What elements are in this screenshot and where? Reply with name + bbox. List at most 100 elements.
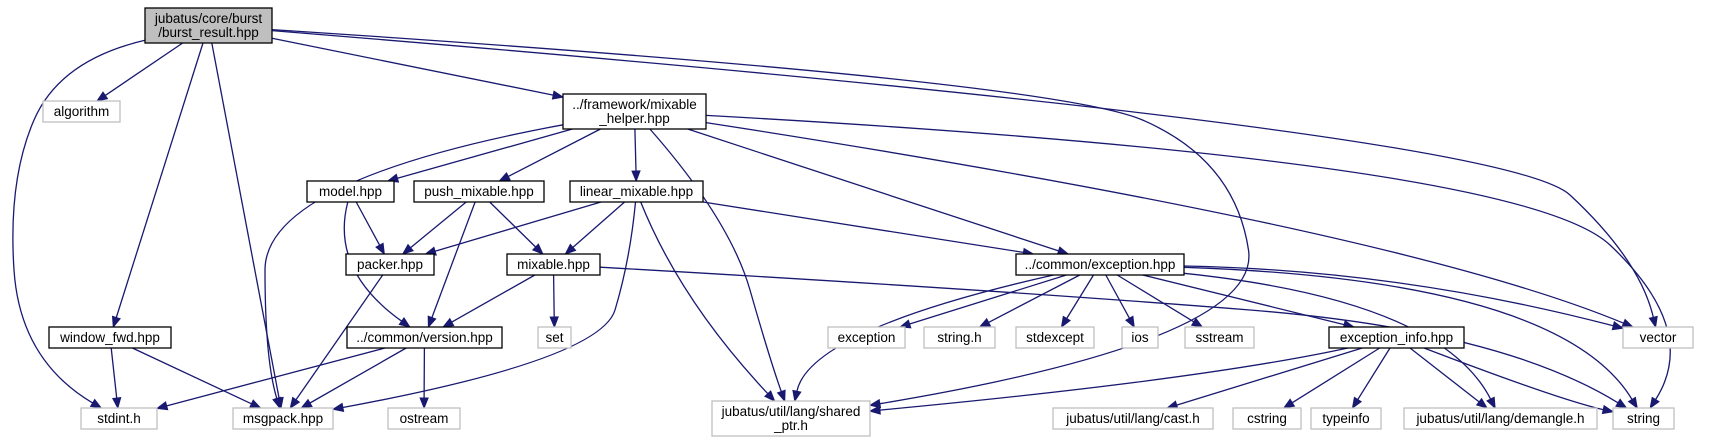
node-box	[1015, 253, 1185, 276]
node-label: exception_info.hpp	[1340, 330, 1453, 345]
node-label: set	[545, 330, 563, 345]
edge-version-to-msgpack	[309, 347, 407, 404]
edge-arrowhead	[792, 389, 802, 403]
edge-packer-to-msgpack	[295, 274, 384, 401]
edge-exception-to-exception_info	[1142, 274, 1345, 326]
edge-root-to-shared_ptr	[271, 28, 1250, 405]
edge-arrowhead	[155, 401, 169, 411]
edge-linear_mixable-to-exception	[702, 201, 1024, 254]
edge-exception_info-to-demangle	[1409, 347, 1480, 403]
node-stdexcept[interactable]: stdexcept	[1015, 326, 1095, 349]
node-packer[interactable]: packer.hpp	[345, 253, 435, 276]
node-set[interactable]: set	[537, 326, 572, 349]
edge-arrowhead	[868, 405, 881, 415]
node-label: push_mixable.hpp	[424, 184, 534, 199]
edge-arrowhead	[112, 397, 122, 410]
node-box	[144, 7, 273, 44]
edge-arrowhead	[551, 90, 565, 100]
node-cast[interactable]: jubatus/util/lang/cast.h	[1052, 407, 1214, 430]
node-box	[537, 326, 572, 349]
node-std-exception[interactable]: exception	[827, 326, 906, 349]
node-mixable-helper[interactable]: ../framework/mixable_helper.hpp	[562, 93, 707, 130]
node-string-h[interactable]: string.h	[923, 326, 996, 349]
edge-mixable_helper-to-exception	[687, 128, 1059, 252]
edge-root-to-msgpack	[211, 42, 280, 399]
edge-exception-to-sstream	[1116, 274, 1195, 323]
node-label: ../framework/mixable	[572, 97, 697, 112]
node-label: typeinfo	[1322, 411, 1369, 426]
node-label: jubatus/util/lang/demangle.h	[1415, 411, 1584, 426]
edge-arrowhead	[398, 317, 411, 328]
node-ios[interactable]: ios	[1121, 326, 1159, 349]
node-box	[562, 93, 707, 130]
nodes-layer: jubatus/core/burst/burst_result.hppalgor…	[42, 7, 1694, 437]
node-box	[346, 326, 503, 349]
edge-arrowhead	[249, 399, 262, 409]
node-linear-mixable[interactable]: linear_mixable.hpp	[569, 180, 704, 203]
edge-arrowhead	[427, 315, 437, 329]
node-model[interactable]: model.hpp	[306, 180, 395, 203]
node-root[interactable]: jubatus/core/burst/burst_result.hpp	[144, 7, 273, 44]
edge-arrowhead	[1125, 315, 1135, 329]
node-label: linear_mixable.hpp	[580, 184, 693, 199]
node-typeinfo[interactable]: typeinfo	[1310, 407, 1382, 430]
node-msgpack[interactable]: msgpack.hpp	[232, 407, 334, 430]
node-label: jubatus/core/burst	[154, 11, 263, 26]
node-string[interactable]: string	[1612, 407, 1675, 430]
edge-version-to-stdint	[166, 347, 386, 407]
node-algorithm[interactable]: algorithm	[42, 100, 121, 123]
node-vector[interactable]: vector	[1622, 326, 1694, 349]
edge-linear_mixable-to-mixable	[572, 201, 626, 248]
node-box	[1403, 407, 1598, 430]
node-box	[569, 180, 704, 203]
edge-arrowhead	[441, 317, 455, 328]
edge-mixable_helper-to-push_mixable	[508, 128, 601, 177]
edge-arrowhead	[1190, 317, 1204, 328]
edge-linear_mixable-to-shared_ptr	[640, 201, 769, 395]
edge-root-to-stdint	[12, 39, 146, 404]
node-label: algorithm	[54, 104, 110, 119]
node-cstring[interactable]: cstring	[1232, 407, 1302, 430]
node-shared-ptr[interactable]: jubatus/util/lang/shared_ptr.h	[711, 400, 871, 437]
node-exception[interactable]: ../common/exception.hpp	[1015, 253, 1185, 276]
node-label: msgpack.hpp	[243, 411, 323, 426]
edge-arrowhead	[978, 317, 992, 328]
node-demangle[interactable]: jubatus/util/lang/demangle.h	[1403, 407, 1598, 430]
node-box	[48, 326, 172, 349]
edge-mixable_helper-to-model	[397, 128, 573, 179]
edge-arrowhead	[289, 396, 301, 410]
edge-arrowhead	[419, 397, 429, 410]
node-box	[42, 100, 121, 123]
node-push-mixable[interactable]: push_mixable.hpp	[413, 180, 545, 203]
edge-mixable_helper-to-string	[705, 114, 1671, 400]
edge-arrowhead	[868, 398, 882, 409]
node-label: sstream	[1195, 330, 1243, 345]
node-label: window_fwd.hpp	[59, 330, 160, 345]
edge-exception-to-stdexcept	[1066, 274, 1095, 319]
edge-exception-to-std_exception	[909, 274, 1067, 325]
node-window-fwd[interactable]: window_fwd.hpp	[48, 326, 172, 349]
edge-arrowhead	[1060, 315, 1071, 329]
node-version[interactable]: ../common/version.hpp	[346, 326, 503, 349]
node-box	[1015, 326, 1095, 349]
node-ostream[interactable]: ostream	[387, 407, 461, 430]
edge-arrowhead	[300, 398, 313, 409]
node-box	[1622, 326, 1694, 349]
edge-arrowhead	[111, 315, 121, 329]
edge-exception_info-to-string	[1423, 347, 1604, 411]
node-exception-info[interactable]: exception_info.hpp	[1328, 326, 1465, 349]
edge-arrowhead	[531, 243, 544, 255]
edge-arrowhead	[1649, 396, 1660, 410]
node-stdint[interactable]: stdint.h	[80, 407, 158, 430]
node-label: cstring	[1247, 411, 1287, 426]
node-label: ../common/exception.hpp	[1025, 257, 1176, 272]
edge-exception_info-to-cast	[1176, 347, 1363, 406]
node-box	[80, 407, 158, 430]
edge-exception-to-string	[1183, 266, 1633, 400]
node-sstream[interactable]: sstream	[1184, 326, 1255, 349]
edge-mixable-to-string	[599, 266, 1619, 404]
edge-arrowhead	[1601, 404, 1615, 415]
edge-root-to-vector	[271, 29, 1654, 318]
node-mixable[interactable]: mixable.hpp	[506, 253, 601, 276]
